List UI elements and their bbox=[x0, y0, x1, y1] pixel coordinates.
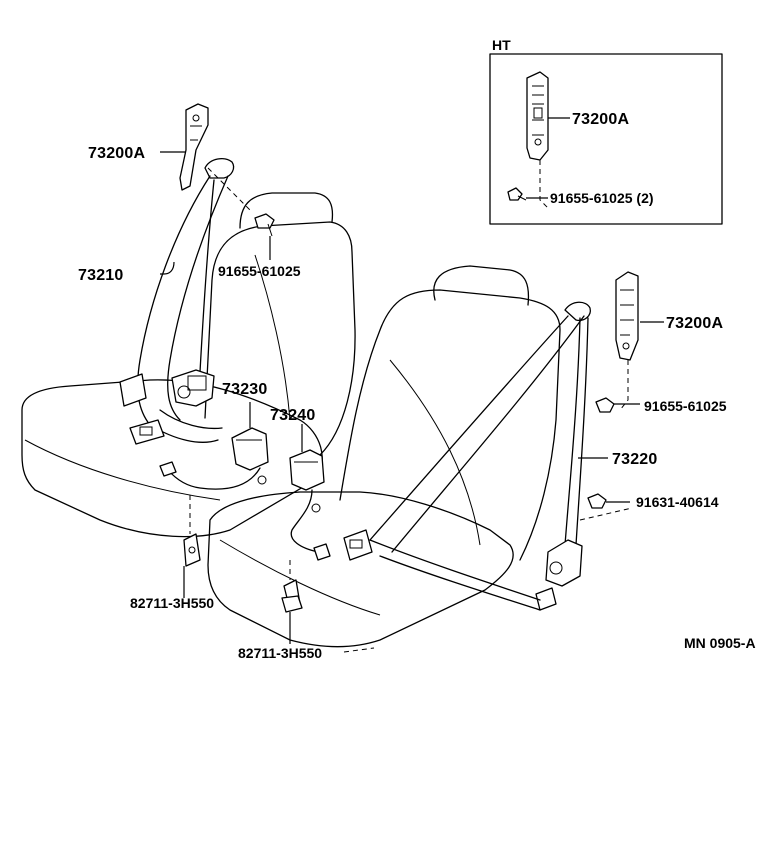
right-belt-assembly bbox=[343, 301, 633, 611]
left-seat bbox=[21, 192, 356, 538]
inset-ht: HT 73200A 91655-61025 (2) bbox=[489, 37, 723, 225]
label-right-bolt: 91655-61025 bbox=[644, 398, 727, 414]
inset-bolt-label: 91655-61025 (2) bbox=[550, 190, 654, 206]
label-left-bolt: 91655-61025 bbox=[218, 263, 301, 279]
right-anchor-plate bbox=[615, 271, 639, 411]
inset-title: HT bbox=[492, 37, 511, 53]
label-right-anchor: 73200A bbox=[666, 315, 723, 332]
label-right-bolt2: 91631-40614 bbox=[636, 494, 719, 510]
inset-anchor-plate bbox=[526, 71, 549, 161]
right-bolt-icon bbox=[595, 397, 615, 413]
label-left-anchor: 73200A bbox=[88, 145, 145, 162]
right-bolt2-icon bbox=[587, 493, 607, 509]
label-buckle-left: 73230 bbox=[222, 381, 268, 398]
bracket-center-icon bbox=[281, 560, 303, 613]
buckle-right bbox=[289, 449, 331, 561]
leader-lines bbox=[160, 151, 664, 653]
label-bracket-left: 82711-3H550 bbox=[130, 595, 214, 611]
inset-bolt-icon bbox=[507, 187, 527, 201]
left-anchor-plate bbox=[179, 103, 209, 191]
left-belt-assembly bbox=[119, 103, 251, 445]
label-left-belt: 73210 bbox=[78, 267, 124, 284]
inset-anchor-label: 73200A bbox=[572, 111, 629, 128]
bracket-left-icon bbox=[183, 495, 201, 567]
diagram-code: MN 0905-A bbox=[684, 635, 756, 651]
right-seat bbox=[207, 265, 561, 648]
label-bracket-center: 82711-3H550 bbox=[238, 645, 322, 661]
left-bolt-icon bbox=[254, 213, 275, 237]
label-buckle-right: 73240 bbox=[270, 407, 316, 424]
buckle-left bbox=[159, 427, 269, 490]
label-right-belt: 73220 bbox=[612, 451, 658, 468]
